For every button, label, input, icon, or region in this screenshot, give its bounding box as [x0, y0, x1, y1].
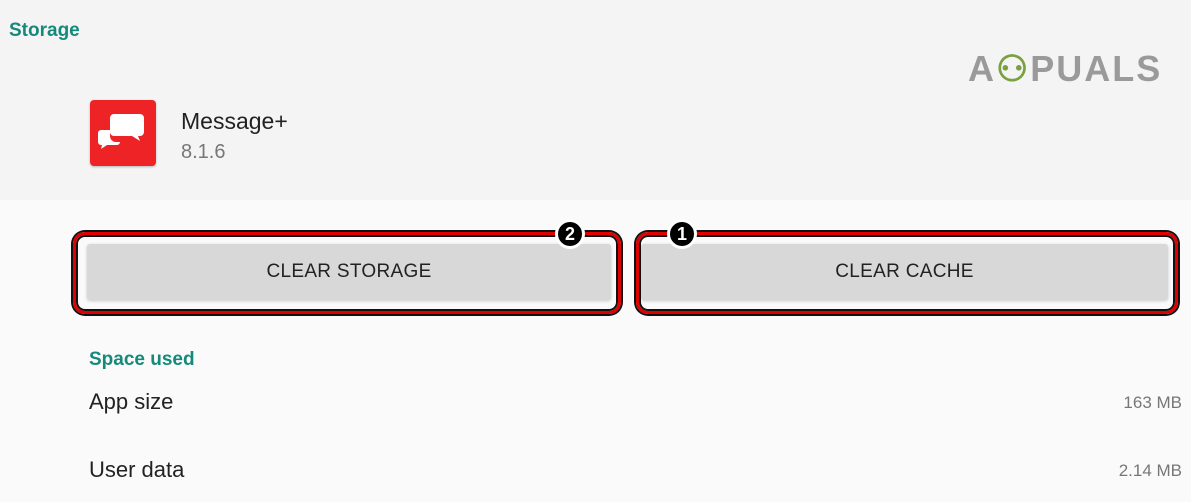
app-name: Message+	[181, 108, 288, 134]
step-badge-1: 1	[667, 219, 697, 249]
app-header: Storage A⚇PUALS Message+ 8.1.6	[0, 0, 1191, 200]
app-size-label: App size	[89, 389, 174, 414]
user-data-value: 2.14 MB	[1118, 461, 1182, 480]
chat-bubbles-icon	[98, 114, 144, 149]
user-data-label: User data	[89, 457, 185, 482]
clear-storage-button[interactable]: CLEAR STORAGE	[87, 244, 611, 300]
app-version: 8.1.6	[181, 141, 226, 163]
app-icon	[90, 100, 156, 166]
watermark-logo: A⚇PUALS	[968, 48, 1163, 89]
page-title: Storage	[9, 20, 80, 41]
space-used-heading: Space used	[89, 349, 195, 370]
clear-cache-button[interactable]: CLEAR CACHE	[641, 244, 1168, 300]
highlight-box-clear-cache	[636, 232, 1178, 314]
step-badge-2: 2	[555, 219, 585, 249]
highlight-box-clear-storage	[73, 232, 621, 314]
app-size-value: 163 MB	[1123, 393, 1182, 412]
